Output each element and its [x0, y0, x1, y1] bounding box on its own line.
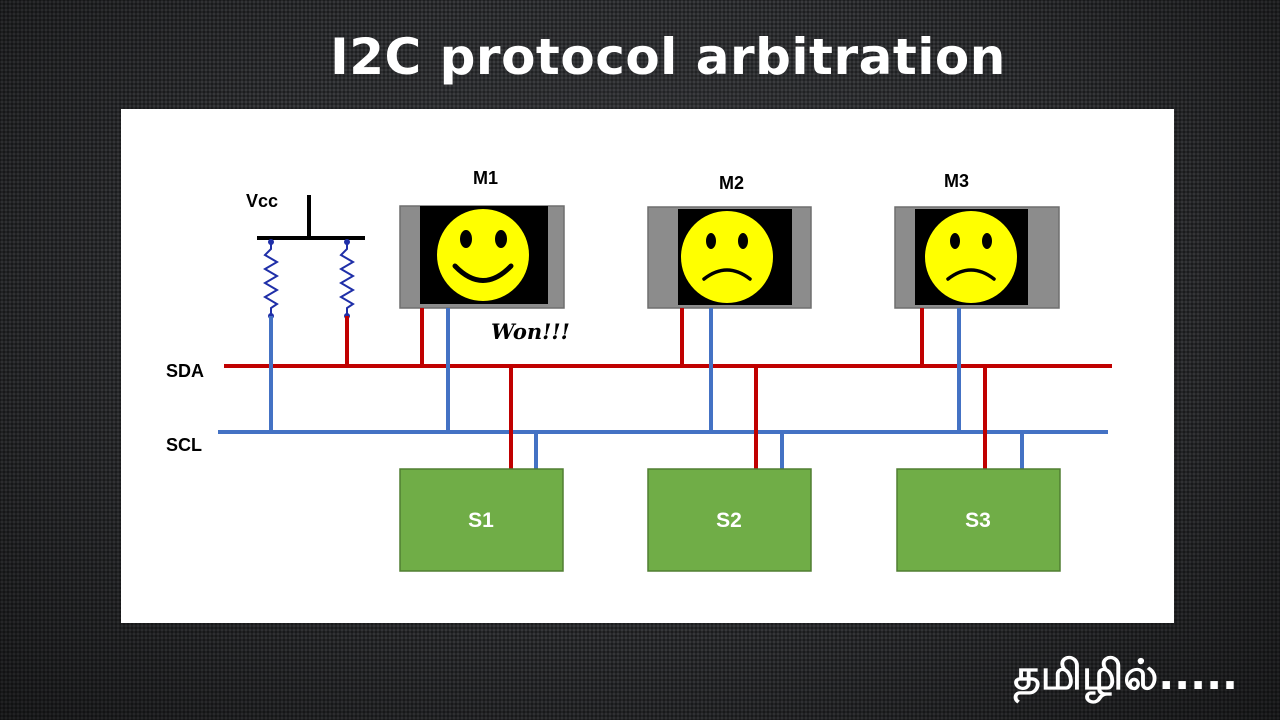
- master-m1: [399, 205, 565, 309]
- slave-s2: [647, 468, 812, 572]
- master-m2: [647, 206, 812, 309]
- pullup-resistor-scl: [263, 239, 279, 319]
- scl-label: SCL: [166, 435, 202, 455]
- slave-label-s2: S2: [716, 509, 742, 532]
- won-label: Won!!!: [491, 319, 570, 344]
- slave-s1: [399, 468, 564, 572]
- slave-label-s3: S3: [965, 509, 991, 532]
- footer-caption: தமிழில்.....: [1013, 650, 1238, 699]
- i2c-diagram: SDA SCL Vcc M1 Won!!!: [166, 168, 1112, 572]
- master-label-m1: M1: [473, 168, 498, 188]
- slide-title: I2C protocol arbitration: [330, 28, 1006, 86]
- master-label-m2: M2: [719, 173, 744, 193]
- diagram-panel: SDA SCL Vcc M1 Won!!!: [121, 109, 1174, 623]
- vcc-label: Vcc: [246, 191, 278, 211]
- master-label-m3: M3: [944, 171, 969, 191]
- slave-label-s1: S1: [468, 509, 494, 532]
- pullup-resistor-sda: [339, 239, 355, 319]
- slave-s3: [896, 468, 1061, 572]
- master-m3: [894, 206, 1060, 309]
- sda-label: SDA: [166, 361, 204, 381]
